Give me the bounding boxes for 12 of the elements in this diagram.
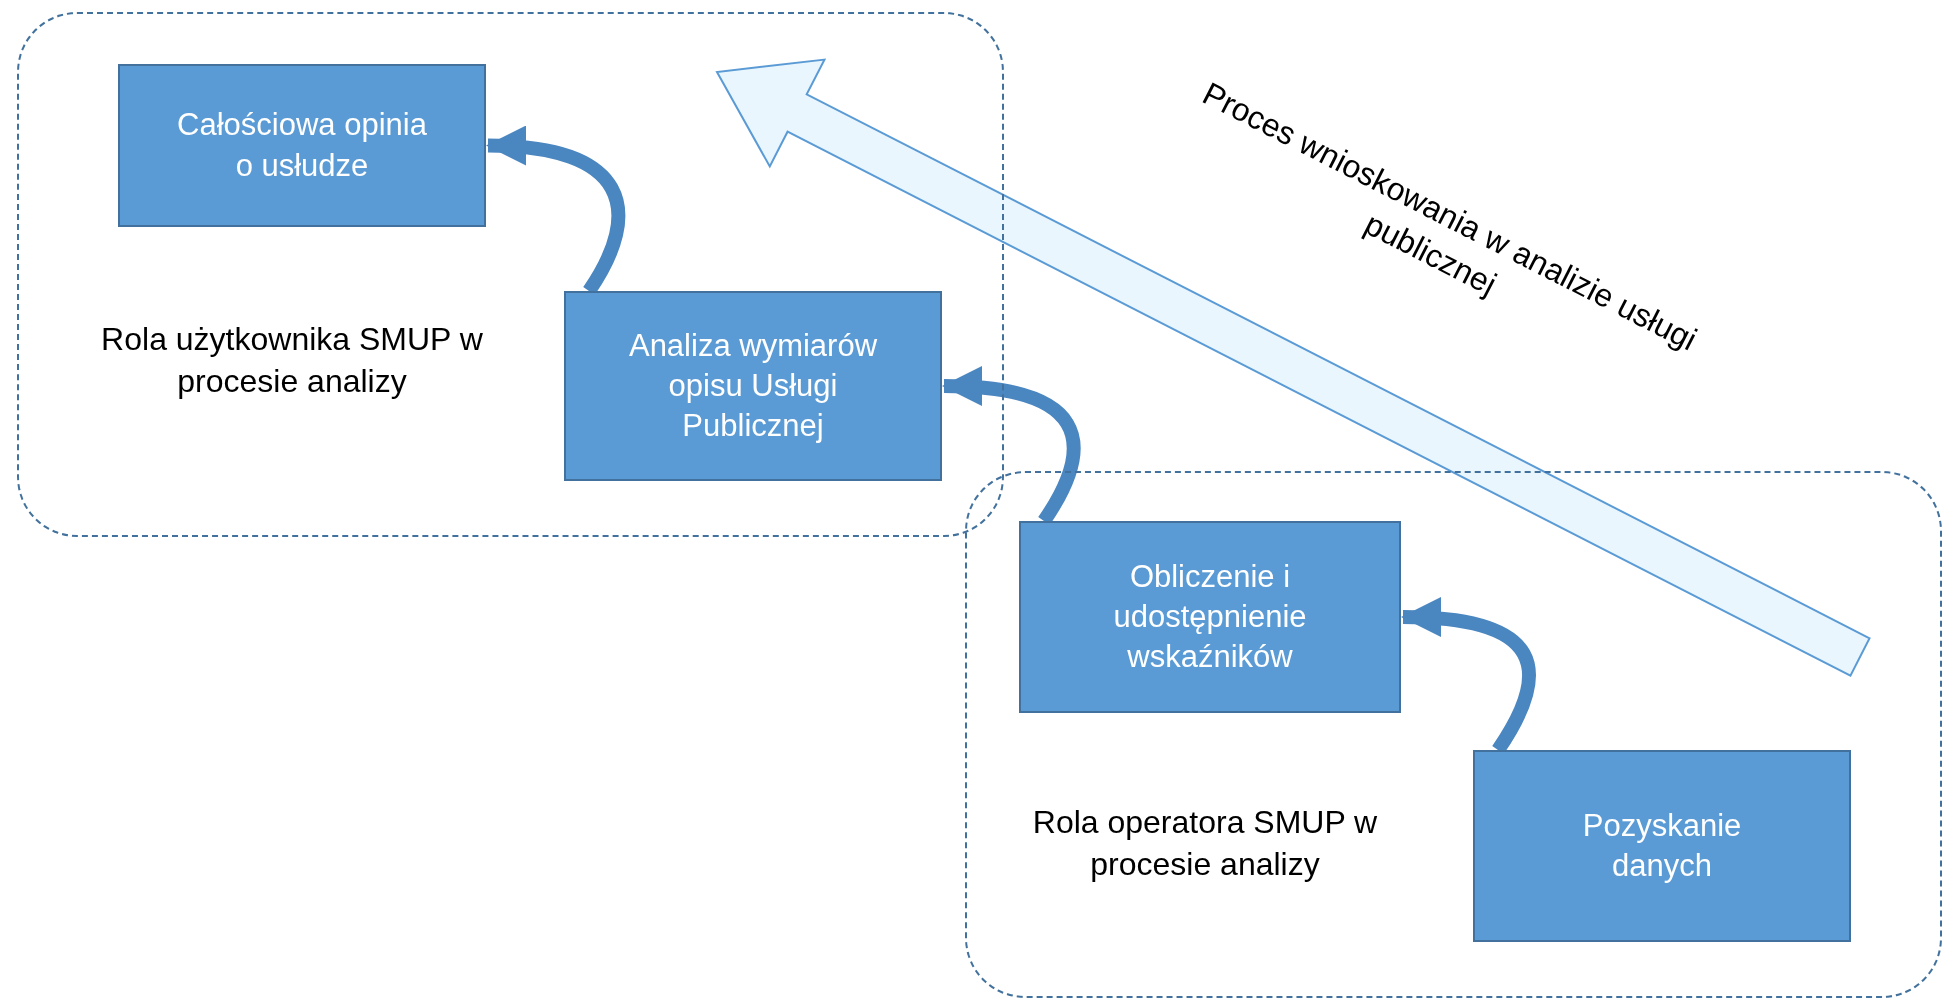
process-box [564,291,942,481]
dashed-group-area [17,12,1004,537]
process-box [1019,521,1401,713]
process-box [1473,750,1851,942]
box-label: Analiza wymiarów opisu Usługi Publicznej [627,326,879,446]
process-box [118,64,486,227]
box-label: Całościowa opinia o usłudze [176,106,428,185]
dashed-group-area [965,471,1942,998]
box-label: Obliczenie i udostępnienie wskaźników [1112,557,1308,677]
group-heading: Rola operatora SMUP w procesie analizy [1031,803,1379,884]
box-label: Pozyskanie danych [1581,806,1743,885]
group-heading: Rola użytkownika SMUP w procesie analizy [100,320,484,401]
